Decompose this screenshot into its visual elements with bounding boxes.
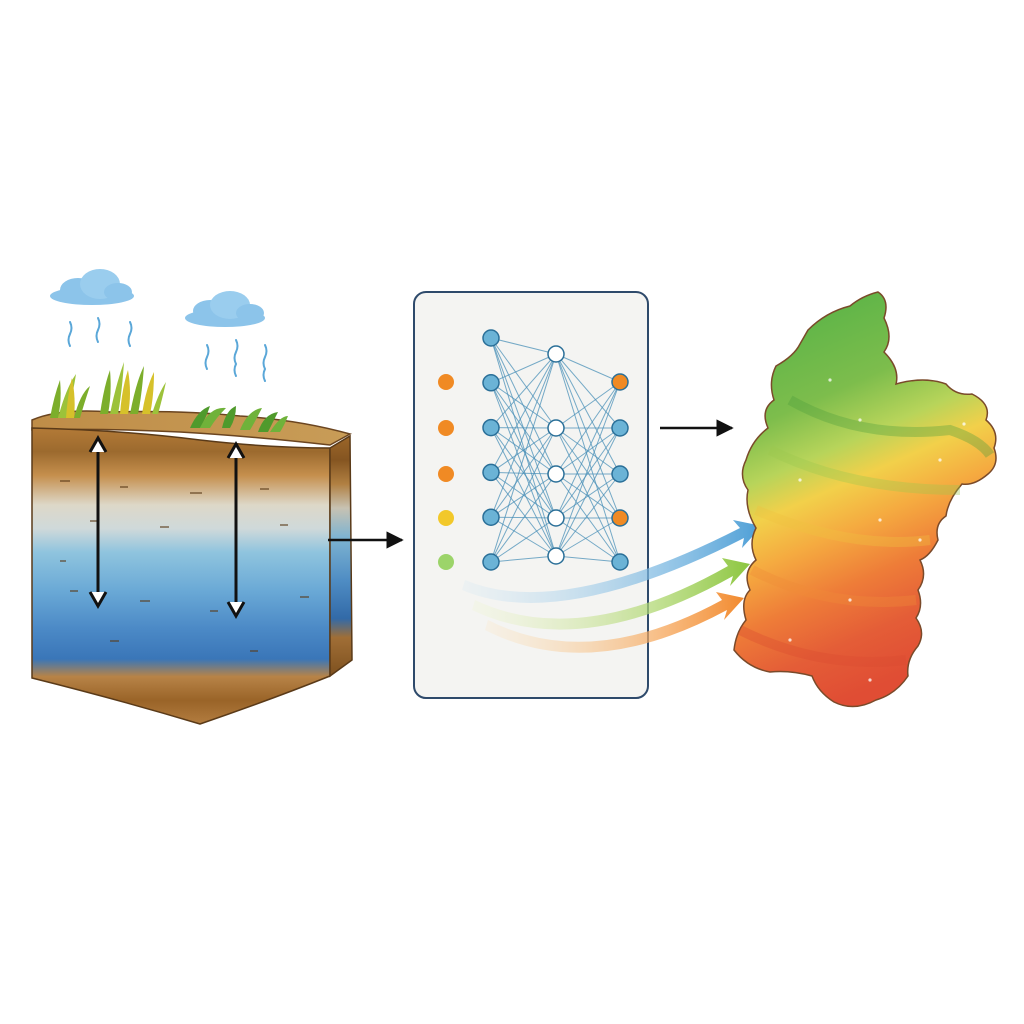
network-edge [555,381,621,429]
network-edge [490,472,557,557]
map-region [733,291,997,708]
choropleth-map-icon [733,291,997,708]
depth-arrow-icon [88,434,108,610]
output-node [611,509,629,527]
network-edge [490,353,557,428]
network-edge [490,473,557,563]
network-edge [490,427,557,563]
map-contours [737,395,995,667]
network-edge [555,353,621,383]
network-edge [555,353,621,519]
network-edge [555,353,621,475]
network-edge [555,427,621,557]
model-panel [413,291,649,699]
input-node [438,374,454,390]
hidden-node [482,508,500,526]
network-edge [490,353,557,384]
hidden-node [547,419,565,437]
flow-arrows [462,520,762,653]
network-edge [555,473,621,557]
depth-arrow-icon [226,440,246,620]
output-node [611,465,629,483]
soil-cross-section-icon [31,269,353,725]
network-edge [490,353,557,563]
network-edge [490,337,557,557]
output-node [611,419,629,437]
cloud-icon [185,291,265,327]
network-edge [555,517,621,557]
network-edge [490,353,557,473]
output-node [611,373,629,391]
soil-side-face [329,434,353,678]
sediment-texture [60,480,309,652]
network-edge [490,427,557,518]
network-edge [490,382,557,557]
flow-arrow-orange [485,592,744,653]
cloud-icon [50,269,134,305]
network-edge [555,473,621,519]
network-edge [555,427,621,519]
network-edge [555,353,621,563]
crop-icon [50,362,166,418]
network-edge [555,381,621,475]
network-edges [490,337,621,563]
hidden-node [547,465,565,483]
network-edge [490,382,557,429]
network-edge [555,381,621,557]
network-edge [490,427,557,557]
soil-front-face [31,427,331,725]
neural-network-icon [413,291,762,699]
hidden-node [482,374,500,392]
hidden-node [482,463,500,482]
network-edge [490,353,557,518]
network-edge [490,427,557,473]
network-nodes [438,329,629,571]
hidden-node [482,418,500,437]
flow-arrow-blue [462,520,762,603]
network-edge [490,516,557,557]
hidden-node [482,329,500,347]
network-edge [490,555,557,563]
hidden-node [547,345,565,363]
hidden-node [482,553,500,571]
map-speckles [788,378,966,682]
network-edge [555,353,621,429]
input-node [438,420,454,436]
flow-arrow-green [472,558,750,630]
network-edge [555,427,621,563]
grass-icon [190,406,288,432]
network-edge [555,555,621,563]
input-node [438,466,454,482]
input-node [438,510,454,526]
network-edge [490,337,557,355]
rain-icon [67,317,268,382]
hidden-node [547,547,565,565]
network-edge [490,337,557,429]
network-edge [555,517,621,563]
hidden-node [547,509,565,527]
network-edge [490,382,557,475]
output-node [611,553,629,571]
input-node [438,554,454,570]
network-edge [555,381,621,519]
network-edge [490,517,557,563]
